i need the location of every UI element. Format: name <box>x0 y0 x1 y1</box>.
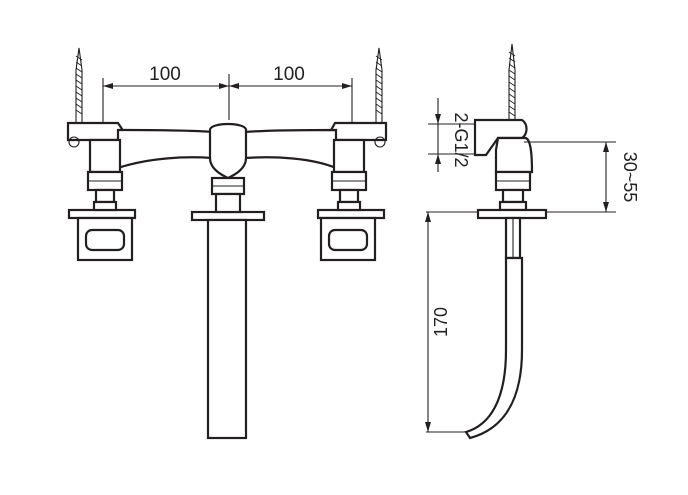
side-deck-plate <box>476 208 548 220</box>
spacing-dimensions <box>102 74 353 122</box>
side-view: 2-G1/2 30~55 170 <box>425 43 640 440</box>
left-valve-body <box>88 138 122 174</box>
spacing-right-label: 100 <box>273 64 305 85</box>
deck-thickness-label: 30~55 <box>620 152 640 203</box>
right-lock-nut <box>336 200 362 212</box>
left-lever-screw <box>68 136 80 148</box>
left-fixing-rod <box>75 47 83 122</box>
connection-label: 2-G1/2 <box>451 112 471 167</box>
center-hub <box>208 122 248 180</box>
left-lock-nut <box>92 200 118 212</box>
right-lever-screw <box>374 136 386 148</box>
right-deck-plate <box>316 208 386 220</box>
side-lock-nut <box>498 200 528 212</box>
left-handle-window <box>84 228 126 252</box>
side-fixing-rod <box>508 43 516 124</box>
right-valve-stem <box>338 188 360 204</box>
right-fixing-rod <box>375 47 383 122</box>
front-view: 100 100 <box>66 47 388 440</box>
left-deck-plate <box>67 208 137 220</box>
deck-thickness-dimension <box>524 141 616 213</box>
spout-depth-dimension <box>425 211 478 433</box>
right-handle-window <box>327 228 369 252</box>
connection-dimension <box>428 98 476 172</box>
side-curved-spout <box>464 256 524 440</box>
center-stem <box>214 192 242 214</box>
left-valve-stem <box>94 188 116 204</box>
right-valve-body <box>332 138 366 174</box>
center-spout-pipe <box>206 218 248 440</box>
center-deck-plate <box>190 210 266 222</box>
side-valve-body <box>494 136 534 174</box>
spacing-left-label: 100 <box>149 64 181 85</box>
spout-depth-label: 170 <box>431 307 451 337</box>
side-valve-stem <box>501 188 525 204</box>
